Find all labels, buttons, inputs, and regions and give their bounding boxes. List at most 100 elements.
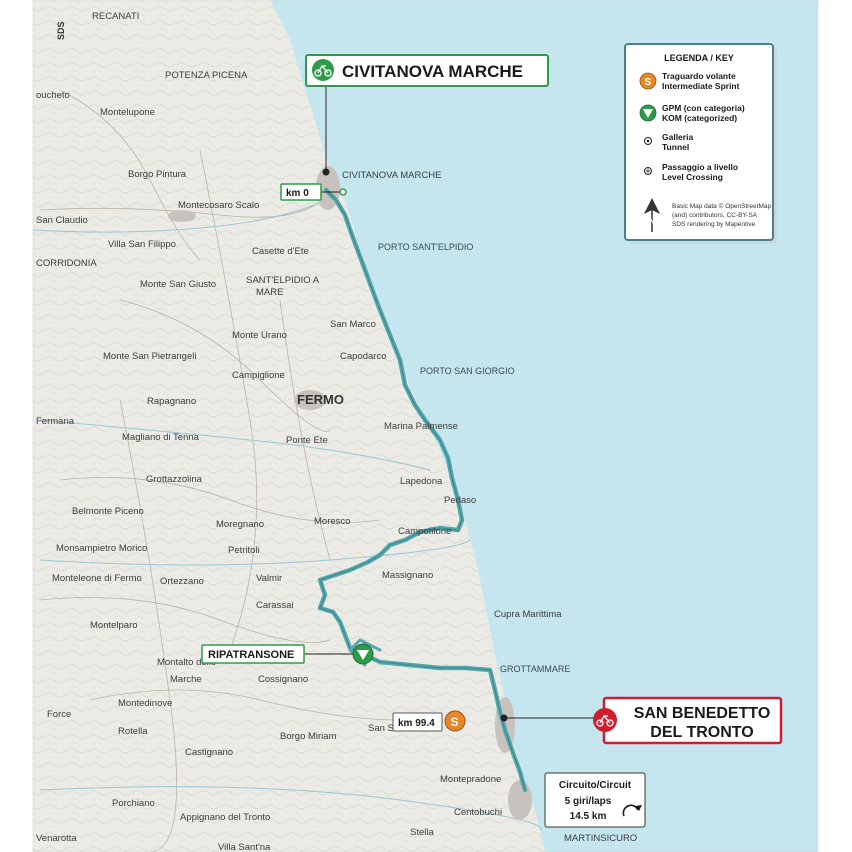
place-label: Villa San Filippo (108, 239, 176, 250)
place-label: San Claudio (36, 215, 88, 226)
place-label: CORRIDONIA (36, 258, 97, 269)
place-label: Massignano (382, 570, 433, 581)
legend-item-label: GPM (con categoria) (662, 103, 745, 113)
legend-title: LEGENDA / KEY (664, 53, 734, 63)
legend-credits: (and) contributors, CC-BY-SA (672, 212, 758, 219)
sprint-icon (639, 72, 657, 90)
finish-callout[interactable]: SAN BENEDETTO DEL TRONTO (500, 696, 783, 745)
start-name: CIVITANOVA MARCHE (342, 62, 523, 81)
place-label: Cupra Marittima (494, 609, 562, 620)
place-label: Petritoli (228, 545, 260, 556)
place-label: Magliano di Tenna (122, 432, 200, 443)
north-arrow-icon: N (644, 198, 660, 232)
kom-callout[interactable]: RIPATRANSONE (201, 643, 374, 665)
place-label: Montalto delle (157, 657, 216, 668)
place-label: Rotella (118, 726, 148, 737)
place-label: Montecosaro Scalo (178, 200, 259, 211)
circuit-box: Circuito/Circuit 5 giri/laps 14.5 km (544, 772, 646, 828)
place-label: FERMO (297, 392, 344, 407)
place-label: Villa Sant'na (218, 842, 271, 852)
place-label: Force (47, 709, 71, 720)
start-callout[interactable]: CIVITANOVA MARCHE (305, 54, 549, 176)
kom-name: RIPATRANSONE (208, 649, 294, 661)
place-label: Monte Urano (232, 330, 287, 341)
place-label: Lapedona (400, 476, 443, 487)
circuit-title: Circuito/Circuit (559, 780, 632, 791)
place-label: Monte San Pietrangeli (103, 351, 196, 362)
place-label: Montedinove (118, 698, 172, 709)
legend-sprint-symbol: S (645, 77, 652, 88)
place-label: Moresco (314, 516, 350, 527)
place-label: POTENZA PICENA (165, 70, 248, 81)
legend-item-label: Intermediate Sprint (662, 81, 740, 91)
place-label: Montelupone (100, 107, 155, 118)
place-label: MARE (256, 287, 283, 298)
place-label: Valmir (256, 573, 282, 584)
place-label: Campofilone (398, 526, 451, 537)
bicycle-start-icon (312, 59, 334, 81)
place-label: Porchiano (112, 798, 155, 809)
rivers (32, 199, 542, 831)
place-label: Fermana (36, 416, 75, 427)
place-label: Marche (170, 674, 202, 685)
place-label: Castignano (185, 747, 233, 758)
place-label: oucheto (36, 90, 70, 101)
place-label: RECANATI (92, 11, 139, 22)
sds-attribution: SDS (56, 21, 66, 40)
place-label: CIVITANOVA MARCHE (342, 170, 441, 181)
place-label: Casette d'Ete (252, 246, 309, 257)
sprint-symbol: S (451, 715, 459, 729)
sprint-callout[interactable]: km 99.4 S (392, 710, 466, 732)
bicycle-finish-icon (593, 708, 617, 732)
legend-item-label: KOM (categorized) (662, 113, 737, 123)
legend-item-label: Galleria (662, 132, 693, 142)
place-label: Borgo Pintura (128, 169, 187, 180)
place-label: Grottazzolina (146, 474, 203, 485)
place-label: Ortezzano (160, 576, 204, 587)
place-label: Marina Palmense (384, 421, 458, 432)
legend-box: LEGENDA / KEY S Traguardo volante Interm… (624, 43, 777, 244)
legend-credits: SDS rendering by Mapentive (672, 221, 755, 228)
sprint-km-label: km 99.4 (398, 718, 435, 729)
place-label: Cossignano (258, 674, 308, 685)
place-label: MARTINSICURO (564, 833, 637, 844)
place-label: Centobuchi (454, 807, 502, 818)
place-label: Montelparo (90, 620, 138, 631)
place-label: Moregnano (216, 519, 264, 530)
place-label: SANT'ELPIDIO A (246, 275, 320, 286)
place-label: Pedaso (444, 495, 476, 506)
place-labels: RECANATI POTENZA PICENA oucheto Montelup… (36, 11, 637, 852)
place-label: Stella (410, 827, 434, 838)
place-label: Venarotta (36, 833, 77, 844)
finish-name-line2: DEL TRONTO (650, 724, 753, 741)
place-label: Ponte Ete (286, 435, 328, 446)
place-label: Belmonte Piceno (72, 506, 144, 517)
place-label: Monteleone di Fermo (52, 573, 142, 584)
place-label: Appignano del Tronto (180, 812, 270, 823)
legend-credits: Basic Map data © OpenStreetMap (672, 202, 771, 210)
legend-item-label: Level Crossing (662, 172, 723, 182)
svg-text:N: N (649, 217, 655, 226)
km0-label: km 0 (286, 188, 309, 199)
place-label: Montepradone (440, 774, 501, 785)
place-label: Capodarco (340, 351, 386, 362)
circuit-laps: 5 giri/laps (565, 796, 612, 807)
finish-name-line1: SAN BENEDETTO (634, 705, 771, 722)
place-label: Borgo Miriam (280, 731, 337, 742)
sprint-icon (444, 710, 466, 732)
place-label: Campiglione (232, 370, 285, 381)
place-label: Rapagnano (147, 396, 196, 407)
circuit-length: 14.5 km (570, 811, 607, 822)
legend-item-label: Passaggio a livello (662, 162, 738, 172)
km0-callout: km 0 (280, 183, 347, 201)
place-label: GROTTAMMARE (500, 664, 570, 674)
place-label: PORTO SANT'ELPIDIO (378, 242, 473, 252)
legend-item-label: Traguardo volante (662, 71, 736, 81)
place-label: San Marco (330, 319, 376, 330)
place-label: Monsampietro Morico (56, 543, 147, 554)
place-label: PORTO SAN GIORGIO (420, 366, 515, 376)
place-label: Monte San Giusto (140, 279, 216, 290)
legend-item-label: Tunnel (662, 142, 689, 152)
place-label: San Sa (368, 723, 400, 734)
